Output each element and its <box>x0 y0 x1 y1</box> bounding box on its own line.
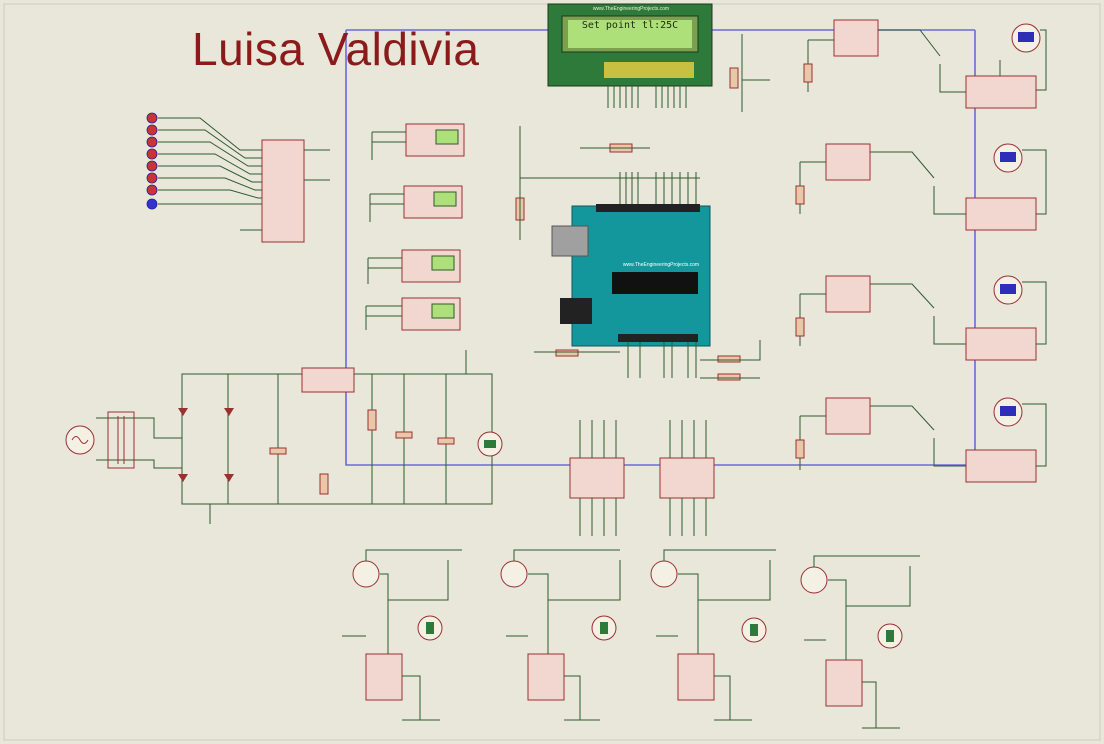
lcd-display-text: Set point tl:25C <box>581 20 679 31</box>
triac-channels <box>342 549 920 729</box>
canvas-frame <box>3 3 1101 741</box>
relay-channel-1 <box>803 19 1047 109</box>
lcd-brand-label: www.TheEngineeringProjects.com <box>592 6 670 12</box>
triac-channel-4 <box>800 555 920 729</box>
misc-wires-center <box>519 34 770 379</box>
triac-channel-1 <box>342 549 462 721</box>
relay-channels <box>795 19 1047 483</box>
mux-ic <box>146 112 330 243</box>
relay-channel-4 <box>795 397 1047 483</box>
shift-registers <box>569 420 715 536</box>
sensor-modules <box>365 123 465 331</box>
power-supply <box>96 350 493 524</box>
triac-channel-2 <box>500 549 621 721</box>
arduino-brand-label: www.TheEngineeringProjects.com <box>622 262 700 268</box>
lcd-module <box>547 3 713 108</box>
author-title: Luisa Valdivia <box>192 23 480 75</box>
relay-channel-2 <box>795 143 1047 231</box>
relay-channel-3 <box>795 275 1047 361</box>
arduino-board <box>551 172 711 378</box>
power-supply-parts <box>65 367 503 495</box>
triac-channel-3 <box>650 549 776 721</box>
